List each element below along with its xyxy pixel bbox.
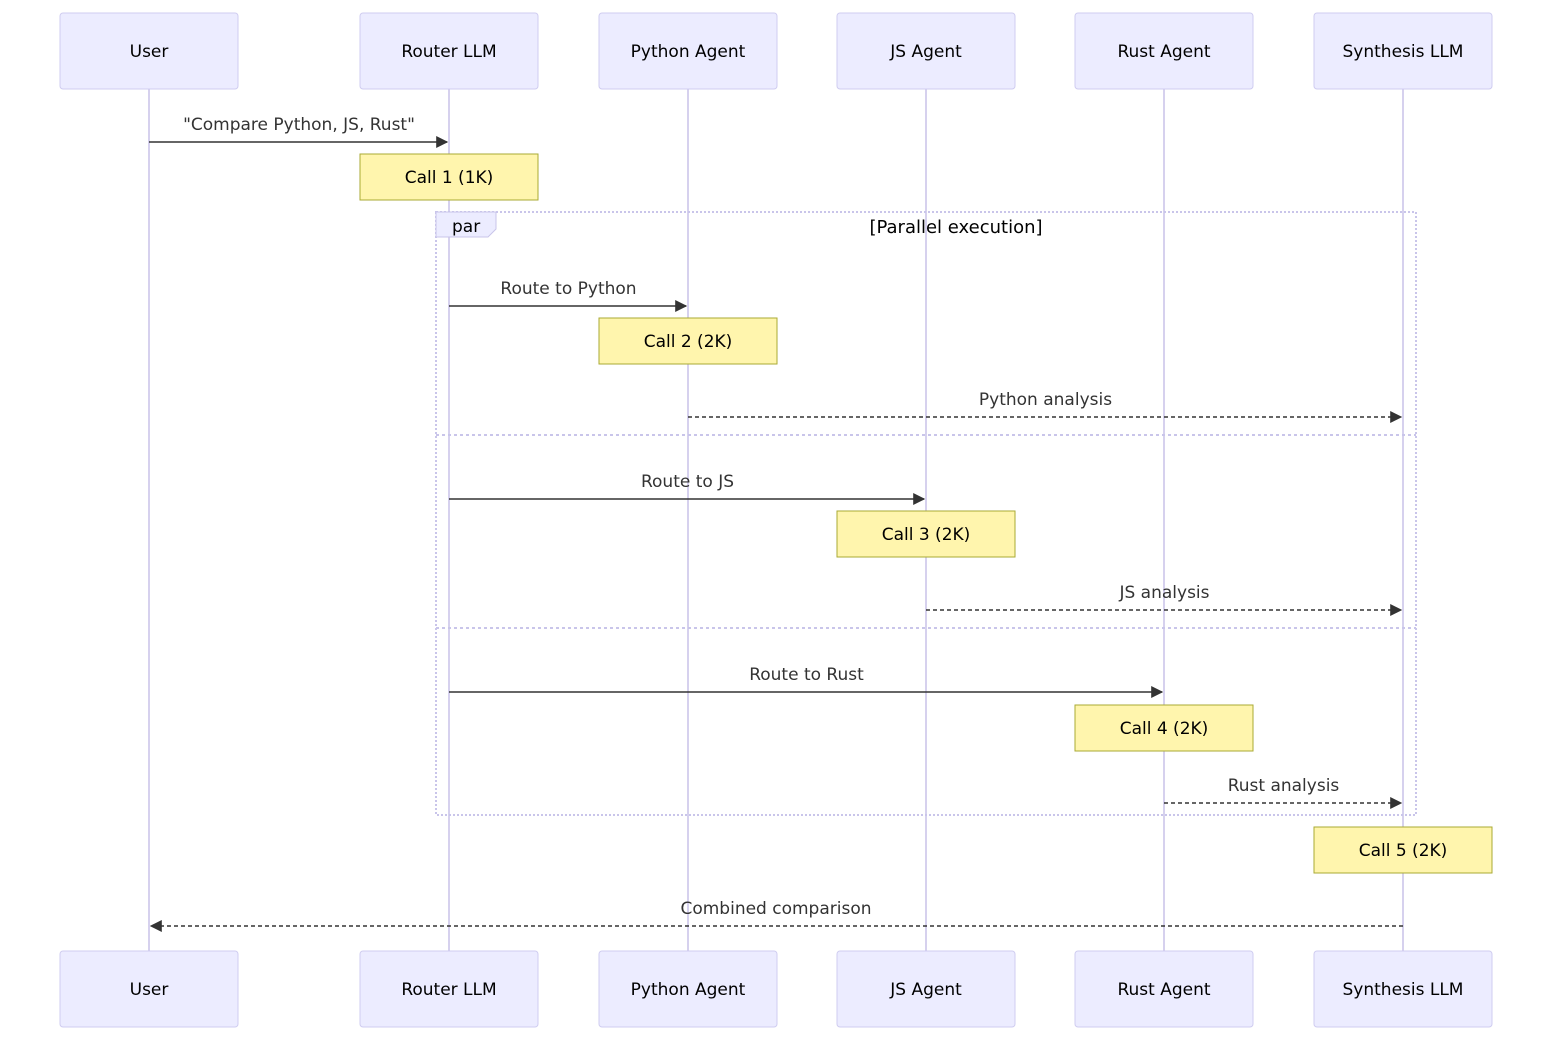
message-2: Route to Python [449,279,688,312]
note-box [359,153,539,201]
participant-box [359,950,539,1028]
participant-user-bottom: User [59,950,239,1028]
message-label: Route to Rust [749,665,864,685]
message-label: Route to JS [641,472,734,492]
participant-box [359,12,539,90]
message-label: Route to Python [500,279,636,299]
participant-label: Router LLM [401,42,496,62]
participant-box [1313,12,1493,90]
participant-synthesis-bottom: Synthesis LLM [1313,950,1493,1028]
note-box [598,317,778,365]
participant-label: User [130,980,169,1000]
note-label: Call 3 (2K) [882,525,971,545]
par-condition: [Parallel execution] [869,217,1042,238]
participant-js-bottom: JS Agent [836,950,1016,1028]
par-tag [435,211,497,238]
message-6: Route to Rust [449,665,1164,698]
participant-box [836,12,1016,90]
message-label: Combined comparison [680,899,871,919]
participant-js-top: JS Agent [836,12,1016,90]
message-1: "Compare Python, JS, Rust" [149,115,449,148]
participant-label: Router LLM [401,980,496,1000]
note-label: Call 4 (2K) [1120,719,1209,739]
participant-rust-top: Rust Agent [1074,12,1254,90]
note-synthesis: Call 5 (2K) [1313,826,1493,874]
participant-box [1074,950,1254,1028]
message-label: Python analysis [979,390,1112,410]
participant-python-bottom: Python Agent [598,950,778,1028]
participant-label: Synthesis LLM [1343,980,1464,1000]
participant-label: JS Agent [889,42,962,62]
participant-router-top: Router LLM [359,12,539,90]
message-label: Rust analysis [1228,776,1340,796]
participant-label: Python Agent [631,42,746,62]
messages: "Compare Python, JS, Rust" Route to Pytho… [149,115,1403,932]
message-7: Rust analysis [1164,776,1403,809]
message-8: Combined comparison [149,899,1403,932]
participant-label: Synthesis LLM [1343,42,1464,62]
par-frame-group: par [Parallel execution] [435,211,1417,816]
note-box [1313,826,1493,874]
par-keyword: par [452,217,480,237]
note-rust: Call 4 (2K) [1074,704,1254,752]
message-label: "Compare Python, JS, Rust" [183,115,415,135]
message-label: JS analysis [1118,583,1209,603]
participant-user-top: User [59,12,239,90]
participant-box [598,12,778,90]
note-box [836,510,1016,558]
participant-label: User [130,42,169,62]
notes: Call 1 (1K) Call 2 (2K) Call 3 (2K) Call 4 … [359,153,1493,874]
lifelines [148,89,1404,951]
note-js: Call 3 (2K) [836,510,1016,558]
participant-label: Rust Agent [1117,980,1210,1000]
participant-label: Rust Agent [1117,42,1210,62]
participant-box [59,12,239,90]
message-3: Python analysis [688,390,1403,423]
participant-box [1074,12,1254,90]
par-frame [435,211,1417,816]
note-python: Call 2 (2K) [598,317,778,365]
participant-box [1313,950,1493,1028]
participant-router-bottom: Router LLM [359,950,539,1028]
participant-rust-bottom: Rust Agent [1074,950,1254,1028]
note-router: Call 1 (1K) [359,153,539,201]
message-4: Route to JS [449,472,926,505]
note-label: Call 1 (1K) [405,168,494,188]
note-box [1074,704,1254,752]
participant-box [836,950,1016,1028]
note-label: Call 5 (2K) [1359,841,1448,861]
participant-box [59,950,239,1028]
participant-synthesis-top: Synthesis LLM [1313,12,1493,90]
participant-box [598,950,778,1028]
participant-label: JS Agent [889,980,962,1000]
message-5: JS analysis [926,583,1403,616]
note-label: Call 2 (2K) [644,332,733,352]
participant-python-top: Python Agent [598,12,778,90]
participant-label: Python Agent [631,980,746,1000]
